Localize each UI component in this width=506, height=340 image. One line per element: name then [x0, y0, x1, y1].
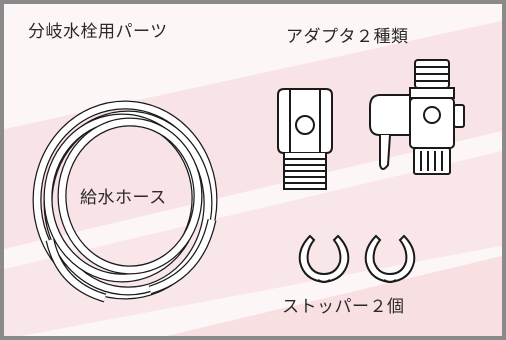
adapter-label: アダプタ２種類	[286, 27, 409, 47]
hose-coil-icon	[32, 100, 218, 303]
panel-title: 分岐水栓用パーツ	[28, 22, 168, 42]
stopper-label: ストッパー２個	[282, 297, 405, 317]
adapter-straight-icon	[277, 88, 333, 190]
hose-label: 給水ホース	[80, 188, 167, 208]
stopper-clip-icon	[298, 234, 416, 284]
adapter-valve-icon	[369, 59, 465, 175]
